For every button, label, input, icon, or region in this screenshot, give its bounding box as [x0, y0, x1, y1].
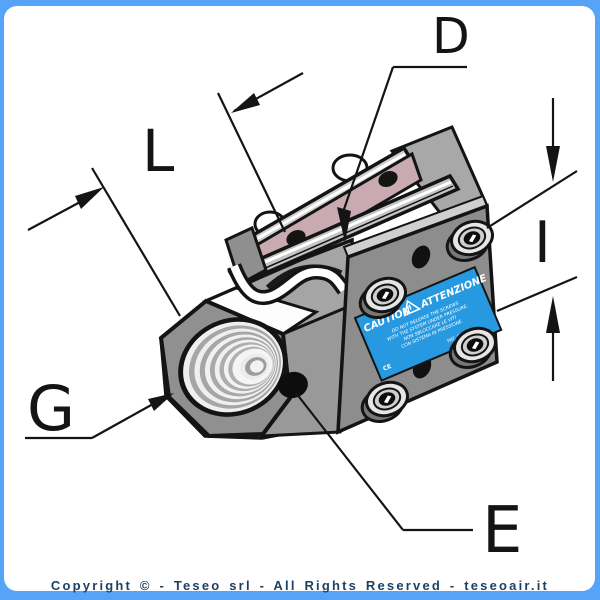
ce-mark: CE: [382, 363, 393, 373]
saddle-groove: [230, 264, 348, 302]
warning-triangle-icon: [403, 299, 422, 317]
thread-bore: [183, 321, 283, 413]
extension-line: [217, 92, 286, 233]
dim-arrow-shaft: [27, 200, 83, 231]
leader-line: [295, 392, 404, 531]
extension-line: [91, 167, 181, 317]
dim-label-d: D: [432, 8, 470, 65]
dim-label-g: G: [27, 372, 75, 445]
dim-arrowhead: [231, 93, 260, 113]
dim-arrowhead: [546, 146, 560, 182]
pipe-clamp-fitting: CAUTION ATTENZIONE DO NOT RELEASE THE SC…: [158, 125, 504, 440]
dimension-annotations: L D I G E: [25, 8, 578, 568]
dim-arrowhead: [337, 207, 351, 243]
bar-highlight: [252, 152, 406, 243]
clamp-hole: [378, 170, 398, 188]
warning-exclamation: [408, 304, 412, 310]
extension-line: [486, 170, 578, 229]
leader-line: [339, 66, 395, 219]
dim-arrowhead: [546, 296, 560, 333]
leader-line: [91, 403, 154, 439]
dim-arrowhead: [75, 187, 104, 209]
plate-hole: [411, 245, 431, 269]
dim-arrowhead: [148, 393, 174, 411]
drain-hole: [278, 371, 308, 399]
extension-line: [496, 275, 578, 313]
dim-label-e: E: [482, 494, 522, 568]
copyright-text: Copyright © - Teseo srl - All Rights Res…: [50, 578, 550, 593]
dim-label-i: I: [534, 210, 551, 276]
dim-label-l: L: [142, 117, 174, 185]
